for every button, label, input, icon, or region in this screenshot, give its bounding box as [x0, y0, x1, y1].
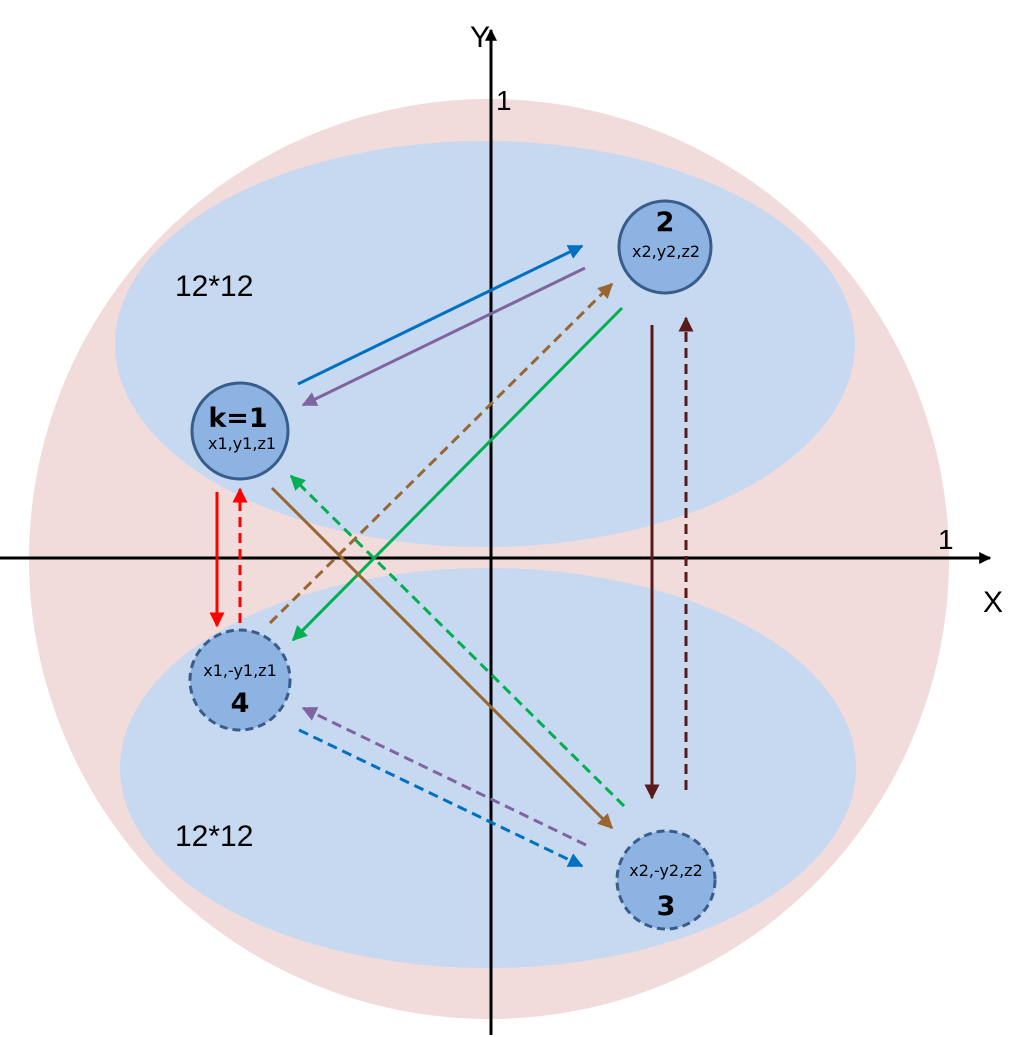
- node-1-circle: [190, 381, 290, 481]
- node-4-coords: x1,-y1,z1: [203, 661, 277, 680]
- arrow-1-to-3-brown: [270, 486, 614, 830]
- lower-ellipse: [120, 568, 856, 968]
- node-3: x2,-y2,z2 3: [615, 829, 717, 931]
- x-axis-label: X: [983, 586, 1003, 619]
- y-axis-tick-label: 1: [496, 85, 512, 116]
- node-4-circle: [188, 628, 292, 732]
- upper-ellipse: [115, 141, 855, 547]
- node-1-id: k=1: [208, 403, 267, 434]
- arrow-3-to-4-purple-dashed: [301, 706, 587, 847]
- arrow-3-to-1-green-dashed: [289, 474, 626, 808]
- node-4-id: 4: [231, 688, 250, 719]
- x-axis-tick-label: 1: [938, 524, 954, 555]
- node-3-id: 3: [657, 891, 676, 922]
- upper-region-label: 12*12: [175, 270, 253, 303]
- node-4: x1,-y1,z1 4: [188, 628, 292, 732]
- arrow-2-to-4-green: [291, 306, 624, 642]
- node-1: k=1 x1,y1,z1: [190, 381, 290, 481]
- node-3-circle: [615, 829, 717, 931]
- arrow-4-to-3-blue-dashed: [298, 728, 584, 868]
- node-2: 2 x2,y2,z2: [617, 199, 713, 295]
- node-1-coords: x1,y1,z1: [208, 434, 276, 453]
- y-axis-label: Y: [470, 21, 490, 54]
- arrow-2-to-1-purple: [301, 266, 586, 407]
- node-2-id: 2: [656, 207, 675, 238]
- node-2-coords: x2,y2,z2: [632, 242, 700, 261]
- node-3-coords: x2,-y2,z2: [629, 861, 703, 880]
- lower-region-label: 12*12: [175, 820, 253, 853]
- node-2-circle: [617, 199, 713, 295]
- arrow-1-to-2-blue: [297, 244, 584, 386]
- arrow-4-to-2-brown-dashed: [268, 282, 614, 625]
